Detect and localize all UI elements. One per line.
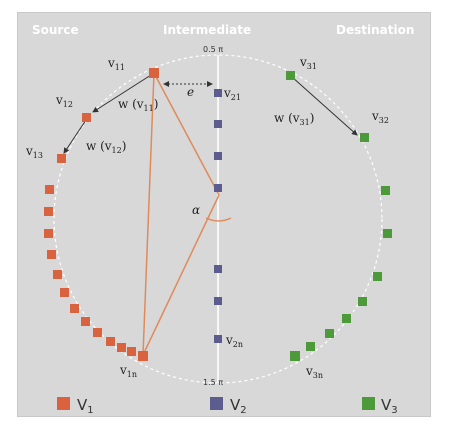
legend-swatch-v2 [210,397,223,410]
alpha-arc [205,217,232,222]
destination-nodes [286,71,392,361]
node-v1 [93,328,102,337]
node-v1 [44,207,53,216]
node-v13 [57,154,66,163]
node-v1 [45,185,54,194]
intermediate-nodes [214,89,222,343]
node-v12 [82,113,91,122]
edge-v1n-apex [142,194,220,356]
node-v2 [214,297,222,305]
label-v3n: v3n [305,364,323,380]
edge-v11-v1n [142,72,155,356]
node-v3 [373,272,382,281]
node-v2 [214,152,222,160]
node-v2 [214,265,222,273]
label-v2n: v2n [225,333,243,349]
label-v31: v31 [299,55,317,71]
node-v1n [138,351,148,361]
header-destination: Destination [336,23,414,37]
node-v21 [214,89,222,97]
label-w11: w (v11) [118,97,158,113]
legend-label-v1: V1 [77,396,94,416]
label-w12: w (v12) [86,139,126,155]
node-v2n [214,335,222,343]
label-v12: v12 [55,93,73,109]
node-v1 [106,337,115,346]
node-v1 [70,304,79,313]
arrow-v12-v13 [63,119,87,154]
node-v3 [381,186,390,195]
node-v1 [53,270,62,279]
dashed-circle [53,54,383,384]
epsilon-label: e [187,85,194,99]
legend-label-v3: V3 [381,396,398,416]
node-v1 [127,347,136,356]
label-v13: v13 [25,144,43,160]
label-v21: v21 [223,86,241,102]
edge-v11-apex [153,72,220,196]
axis-top-label: 0.5 π [203,45,223,54]
node-v1 [47,250,56,259]
node-v1 [60,288,69,297]
legend-swatch-v3 [362,397,375,410]
alpha-label: α [192,203,200,217]
node-v1 [44,229,53,238]
node-v1 [81,317,90,326]
legend-swatch-v1 [57,397,70,410]
legend-label-v2: V2 [230,396,247,416]
label-v1n: v1n [119,363,137,379]
node-v2 [214,184,222,192]
header-intermediate: Intermediate [163,23,251,37]
node-v3 [358,297,367,306]
label-v11: v11 [107,56,125,72]
node-v31 [286,71,295,80]
node-v3 [306,342,315,351]
node-v2 [214,120,222,128]
node-v11 [149,68,159,78]
label-w31: w (v31) [274,111,314,127]
node-v3 [383,229,392,238]
node-v1 [117,343,126,352]
arrow-v31-v32 [291,76,358,136]
node-v3n [290,351,300,361]
diagram-frame [17,12,431,417]
header-source: Source [32,23,79,37]
source-nodes [44,68,159,361]
axis-bottom-label: 1.5 π [203,378,223,387]
node-v3 [325,329,334,338]
node-v3 [342,314,351,323]
label-v32: v32 [371,109,389,125]
node-v32 [360,133,369,142]
arrow-v11-v12 [92,74,152,113]
